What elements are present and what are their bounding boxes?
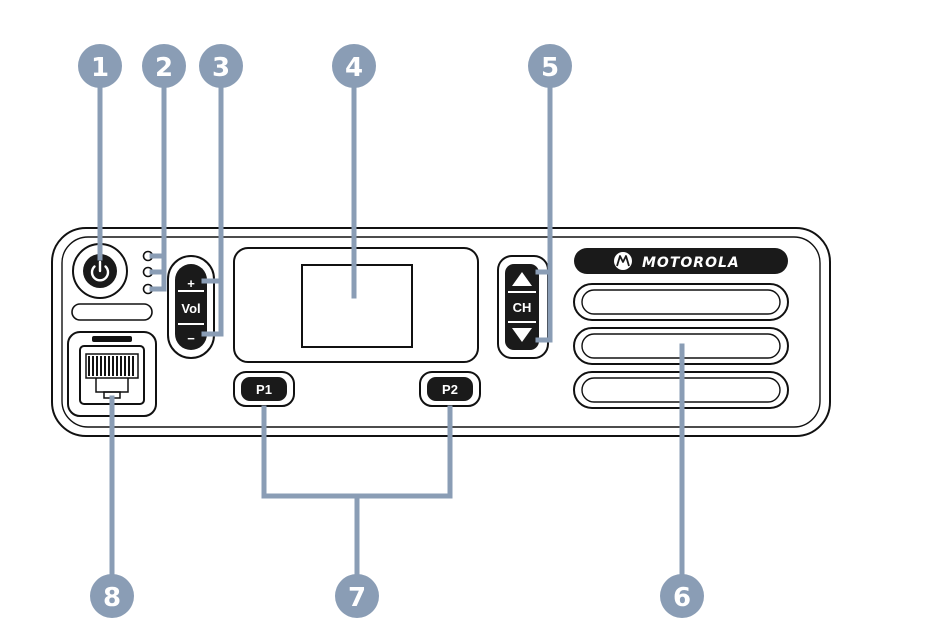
label-slot xyxy=(71,303,153,321)
p2-button[interactable]: P2 xyxy=(419,371,481,407)
callout-1: 1 xyxy=(78,44,122,88)
volume-rocker[interactable]: + Vol − xyxy=(167,255,215,359)
accessory-port xyxy=(67,331,157,417)
arrow-up-icon[interactable] xyxy=(512,272,532,286)
p1-button[interactable]: P1 xyxy=(233,371,295,407)
svg-text:5: 5 xyxy=(541,53,559,83)
svg-text:8: 8 xyxy=(103,583,121,613)
svg-text:3: 3 xyxy=(212,53,230,83)
svg-text:7: 7 xyxy=(348,583,366,613)
callout-8: 8 xyxy=(90,574,134,618)
arrow-down-icon[interactable] xyxy=(512,328,532,342)
callout-7: 7 xyxy=(335,574,379,618)
callout-3: 3 xyxy=(199,44,243,88)
svg-text:1: 1 xyxy=(91,53,109,83)
p2-label: P2 xyxy=(442,382,458,397)
callout-2: 2 xyxy=(142,44,186,88)
p1-label: P1 xyxy=(256,382,272,397)
display xyxy=(233,247,479,363)
rj45-port-icon xyxy=(85,353,139,399)
motorola-logo-icon xyxy=(614,252,632,270)
power-icon xyxy=(90,260,110,282)
svg-text:4: 4 xyxy=(345,53,363,83)
callout-6: 6 xyxy=(660,574,704,618)
callouts: 1 2 3 4 5 6 7 8 xyxy=(78,44,704,618)
svg-text:6: 6 xyxy=(673,583,691,613)
leader-lines xyxy=(97,81,685,581)
callout-5: 5 xyxy=(528,44,572,88)
radio-body xyxy=(51,227,831,437)
channel-rocker[interactable]: CH xyxy=(497,255,549,359)
volume-down-button[interactable]: − xyxy=(187,331,195,346)
channel-label: CH xyxy=(513,300,532,315)
display-screen xyxy=(301,264,413,348)
callout-4: 4 xyxy=(332,44,376,88)
brand-name: MOTOROLA xyxy=(642,255,740,271)
volume-up-button[interactable]: + xyxy=(187,276,195,291)
volume-label: Vol xyxy=(181,301,200,316)
svg-text:2: 2 xyxy=(155,53,173,83)
brand-badge: MOTOROLA xyxy=(574,248,788,274)
